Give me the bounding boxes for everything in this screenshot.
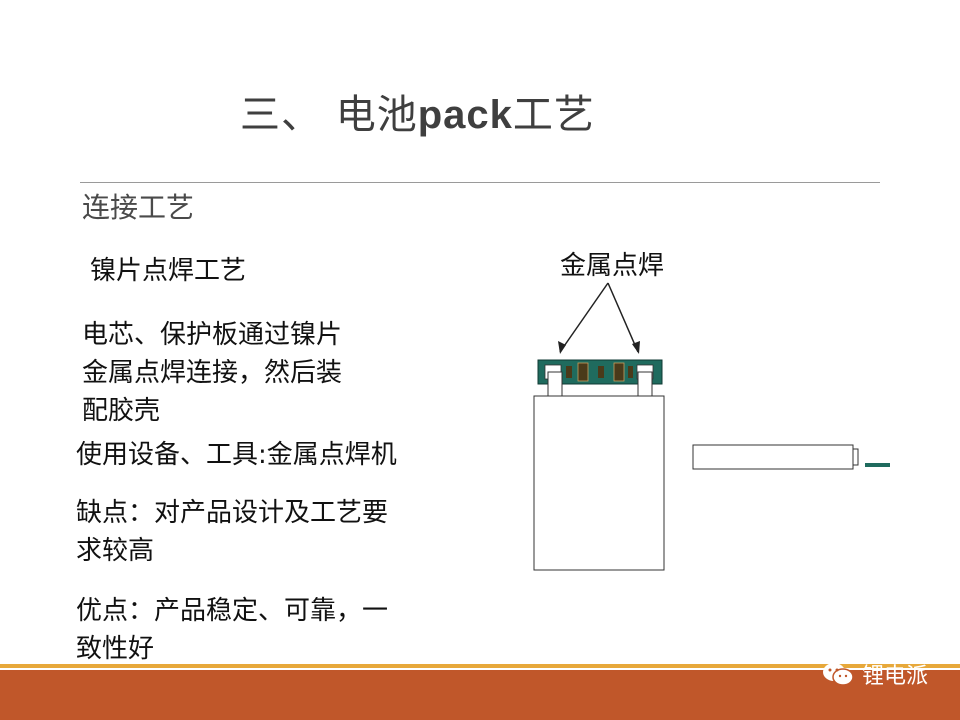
battery-cell-side <box>692 444 890 470</box>
title-cn-1: 电池 <box>335 92 418 138</box>
watermark-text: 锂电派 <box>861 664 928 689</box>
weld-arrows <box>559 282 639 353</box>
slide-title: 三、 电池pack工艺 <box>240 82 595 140</box>
title-latin: pack <box>417 93 513 137</box>
battery-cell-front <box>533 395 665 571</box>
method-heading: 镍片点焊工艺 <box>90 256 247 286</box>
watermark: 锂电派 <box>822 658 928 690</box>
arrow-heads <box>558 341 640 354</box>
pros-line-1: 优点：产品稳定、可靠，一 <box>76 596 389 626</box>
description-line-1: 电芯、保护板通过镍片 <box>82 320 343 350</box>
wechat-icon <box>822 661 854 687</box>
description-line-3: 配胶壳 <box>82 396 161 426</box>
section-subtitle: 连接工艺 <box>82 191 195 224</box>
description-line-2: 金属点焊连接，然后装 <box>82 358 343 388</box>
equipment-text: 使用设备、工具:金属点焊机 <box>76 440 397 470</box>
title-prefix: 三、 <box>240 92 322 138</box>
title-divider <box>80 182 880 183</box>
cons-line-2: 求较高 <box>76 536 155 566</box>
footer-bar <box>0 670 960 720</box>
pros-line-2: 致性好 <box>76 634 155 664</box>
title-cn-2: 工艺 <box>512 92 595 138</box>
footer-accent-line <box>0 664 960 668</box>
spot-weld-label: 金属点焊 <box>560 251 665 281</box>
cons-line-1: 缺点：对产品设计及工艺要 <box>76 498 389 528</box>
